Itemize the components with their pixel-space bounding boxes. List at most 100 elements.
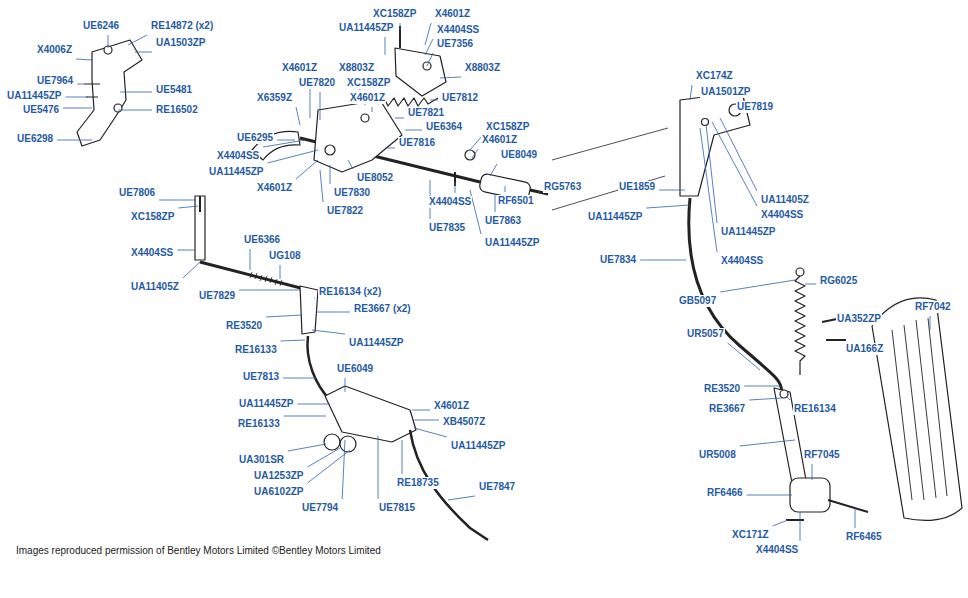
part-number: UA1501ZP bbox=[700, 86, 751, 98]
part-number: UE7829 bbox=[198, 290, 236, 302]
stud-drawing bbox=[84, 84, 100, 97]
part-number: UA6102ZP bbox=[253, 486, 304, 498]
leader-line bbox=[812, 464, 813, 480]
part-number: UA1503ZP bbox=[155, 37, 206, 49]
leader-line bbox=[288, 444, 326, 451]
part-number: X4601Z bbox=[349, 92, 386, 104]
pivot-drawing bbox=[325, 145, 335, 155]
leader-line bbox=[855, 508, 856, 528]
leader-line bbox=[177, 250, 195, 251]
part-number: UA11445ZP bbox=[238, 398, 294, 410]
part-number: RF7042 bbox=[914, 301, 952, 313]
leader-line bbox=[76, 59, 92, 60]
leader-line bbox=[414, 420, 439, 421]
part-number: RF7045 bbox=[803, 449, 841, 461]
leader-line bbox=[135, 52, 152, 53]
pedal-rib-drawing bbox=[892, 318, 947, 500]
part-number: UA11445ZP bbox=[720, 226, 776, 238]
part-number: XC171Z bbox=[731, 529, 770, 541]
leader-line bbox=[728, 343, 760, 370]
part-number: UA11445ZP bbox=[484, 237, 540, 249]
part-number: UE7822 bbox=[326, 205, 364, 217]
leader-line bbox=[495, 194, 496, 212]
part-number: UE7830 bbox=[333, 187, 371, 199]
leader-line bbox=[183, 262, 200, 278]
leader-line bbox=[425, 23, 431, 45]
leader-line bbox=[63, 108, 92, 109]
clip-drawing bbox=[465, 150, 475, 160]
part-number: RE16134 bbox=[793, 403, 837, 415]
leader-line bbox=[159, 200, 196, 201]
part-number: XB4507Z bbox=[442, 416, 486, 428]
spring-drawing bbox=[795, 276, 805, 375]
spring-hook-drawing bbox=[796, 268, 804, 276]
part-number: X4601Z bbox=[481, 134, 518, 146]
part-number: UE6366 bbox=[243, 234, 281, 246]
bracket-drawing bbox=[77, 40, 142, 146]
part-number: X6359Z bbox=[256, 92, 293, 104]
leader-line bbox=[706, 124, 717, 223]
leader-line bbox=[281, 340, 305, 341]
leader-line bbox=[538, 192, 540, 193]
part-number: UE7794 bbox=[301, 502, 339, 514]
leader-line bbox=[372, 107, 373, 112]
leader-line bbox=[400, 23, 401, 30]
part-number: UE7813 bbox=[242, 371, 280, 383]
part-number: RE16133 bbox=[237, 418, 281, 430]
leader-line bbox=[316, 312, 350, 313]
leader-line bbox=[312, 330, 345, 334]
part-number: RE3520 bbox=[225, 320, 263, 332]
leader-line bbox=[720, 280, 795, 292]
leader-line bbox=[108, 35, 109, 48]
part-number: UE7819 bbox=[736, 101, 774, 113]
part-number: RE3520 bbox=[703, 383, 741, 395]
part-number: UE8049 bbox=[500, 149, 538, 161]
leader-line bbox=[385, 148, 395, 149]
part-number: XC158ZP bbox=[130, 211, 175, 223]
part-number: UA11405Z bbox=[130, 281, 180, 293]
part-number: UA1253ZP bbox=[253, 470, 304, 482]
bolt-drawing bbox=[702, 119, 709, 126]
part-number: UA11445ZP bbox=[338, 22, 394, 34]
part-number: UE6298 bbox=[16, 133, 54, 145]
part-number: X4601Z bbox=[281, 62, 318, 74]
part-number: UE7835 bbox=[428, 222, 466, 234]
part-number: X4404SS bbox=[720, 255, 764, 267]
spring-drawing bbox=[378, 98, 438, 106]
leader-line bbox=[646, 205, 690, 208]
leader-line bbox=[690, 85, 692, 100]
leader-line bbox=[930, 316, 931, 330]
part-number: UR5008 bbox=[698, 449, 737, 461]
part-number: RF6466 bbox=[706, 487, 744, 499]
part-number: UE1859 bbox=[618, 181, 656, 193]
leader-line bbox=[378, 436, 379, 499]
part-number: UA11405Z bbox=[760, 194, 810, 206]
part-number: UE7815 bbox=[378, 502, 416, 514]
bracket-drawing bbox=[314, 100, 402, 172]
leader-line bbox=[448, 496, 475, 500]
leader-line bbox=[505, 186, 506, 192]
part-number: X4404SS bbox=[428, 196, 472, 208]
part-number: UE6364 bbox=[425, 121, 463, 133]
bracket-drawing bbox=[395, 48, 446, 96]
leader-line bbox=[267, 150, 318, 163]
part-number: XC158ZP bbox=[372, 8, 417, 20]
part-number: UA301SR bbox=[238, 454, 285, 466]
part-number: UA11445ZP bbox=[450, 440, 506, 452]
leader-line bbox=[307, 448, 340, 467]
bolt-drawing bbox=[114, 104, 122, 112]
lever-drawing bbox=[300, 286, 318, 334]
part-number: UA11445ZP bbox=[6, 90, 62, 102]
leader-line bbox=[296, 160, 318, 179]
part-number: X4601Z bbox=[434, 8, 471, 20]
part-number: XC158ZP bbox=[346, 77, 391, 89]
part-number: RE18735 bbox=[396, 477, 440, 489]
leader-line bbox=[277, 140, 295, 141]
part-number: X4601Z bbox=[433, 400, 470, 412]
copyright-caption: Images reproduced permission of Bentley … bbox=[16, 545, 381, 557]
leader-line bbox=[320, 92, 321, 120]
leader-line bbox=[455, 182, 456, 193]
part-number: UA166Z bbox=[845, 343, 884, 355]
part-number: X4404SS bbox=[436, 24, 480, 36]
leader-line bbox=[414, 428, 447, 437]
